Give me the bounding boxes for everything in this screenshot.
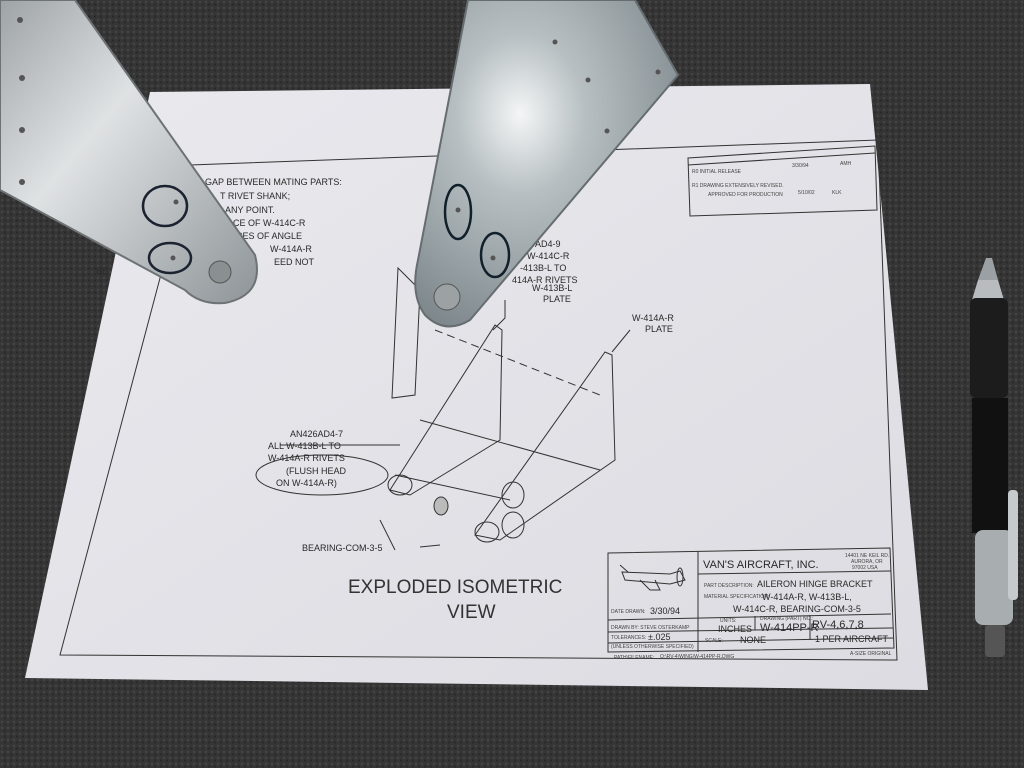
airplane-logo-icon [619,564,686,591]
drawing-number: W-414PP-R [760,622,819,634]
marker-circle [479,231,511,279]
sheet-size: A-SIZE ORIGINAL [850,651,892,657]
path-label: PATH\FILENAME: [614,655,654,661]
company-name: VAN'S AIRCRAFT, INC. [703,559,819,571]
note-line: GAP BETWEEN MATING PARTS: [205,177,342,187]
marker-circle [443,183,473,241]
tolerances-label: TOLERANCES: [611,635,646,641]
revision-block: R0 INITIAL RELEASE 3/30/94 AMH R1 DRAWIN… [687,145,878,217]
callouts: AD4-9 W-414C-R -413B-L TO 414A-R RIVETS … [268,239,674,553]
rev0-date: 3/30/94 [792,163,809,169]
scale-label: SCALE: [705,638,723,644]
note-line: ANY POINT. [225,205,275,215]
isometric-drawing [255,266,631,551]
scale: NONE [740,635,766,645]
drawing-border [59,139,898,661]
note-line: W-414A-R [270,244,312,254]
callout-line: -413B-L TO [520,263,566,273]
tolerances: ±.025 [648,632,670,642]
plate-414-label: PLATE [645,324,673,334]
models: RV-4,6,7,8 [812,619,864,631]
drawing-no-label: DRAWING (PART) NO.: [760,616,813,622]
note-line: EED NOT [274,257,315,267]
marker-circle [147,241,193,275]
rivet-callout: AN426AD4-7 [290,429,343,439]
rev1-approved: APPROVED FOR PRODUCTION [708,192,783,198]
date-label: DATE DRAWN: [611,609,645,615]
right-aluminum-plate [414,0,680,328]
view-title: VIEW [447,602,496,623]
path: Q:\RV-4\WING\W-414PP-R.DWG [660,654,734,660]
callout-line: W-414C-R [527,251,570,261]
plate-413-label: W-413B-L [532,283,572,293]
drawing-sheet [25,84,928,690]
units: INCHES [718,624,752,634]
rivet-callout: W-414A-R RIVETS [268,453,345,463]
pen [970,258,1018,657]
plate-414-label: W-414A-R [632,313,674,323]
company-address: AURORA, OR [851,559,883,565]
rivet-callout: ALL W-413B-L TO [268,441,341,451]
drawn-by: DRAWN BY: STEVE OSTERKAMP [611,625,690,631]
left-aluminum-plate [0,0,258,305]
quantity: 1 PER AIRCRAFT [815,634,889,644]
notes: GAP BETWEEN MATING PARTS: T RIVET SHANK;… [96,177,342,276]
company-address: 97002 USA [852,565,878,571]
rev0-text: R0 INITIAL RELEASE [692,169,742,175]
bearing-callout: BEARING-COM-3-5 [302,543,383,553]
date-drawn: 3/30/94 [650,606,680,616]
part-desc: AILERON HINGE BRACKET [757,579,873,589]
material-label: MATERIAL SPECIFICATION: [704,594,769,600]
rev1-date: 5/10/02 [798,190,815,196]
unless-note: (UNLESS OTHERWISE SPECIFIED) [611,644,694,650]
rev1-by: KLK [832,190,842,196]
part-desc-label: PART DESCRIPTION: [704,583,754,589]
note-line: ACES OF ANGLE [230,231,302,241]
material-spec: W-414C-R, BEARING-COM-3-5 [733,604,861,614]
rivet-callout: ON W-414A-R) [276,478,337,488]
rivet-callout: (FLUSH HEAD [286,466,347,476]
rev0-by: AMH [840,161,852,167]
callout-line: AD4-9 [535,239,561,249]
callout-line: 414A-R RIVETS [512,275,578,285]
material-spec: W-414A-R, W-413B-L, [762,592,852,602]
rev1-text: R1 DRAWING EXTENSIVELY REVISED. [692,183,784,189]
title-block: VAN'S AIRCRAFT, INC. 14401 NE KEIL RD. A… [607,547,895,661]
note-line: T RIVET SHANK; [220,191,290,201]
marker-circle [141,184,189,228]
view-title: EXPLODED ISOMETRIC [348,577,562,598]
note-line: BE [96,266,108,276]
company-address: 14401 NE KEIL RD. [845,553,889,559]
note-line: FACE OF W-414C-R [222,218,306,228]
plate-413-label: PLATE [543,294,571,304]
units-label: UNITS: [720,618,736,624]
